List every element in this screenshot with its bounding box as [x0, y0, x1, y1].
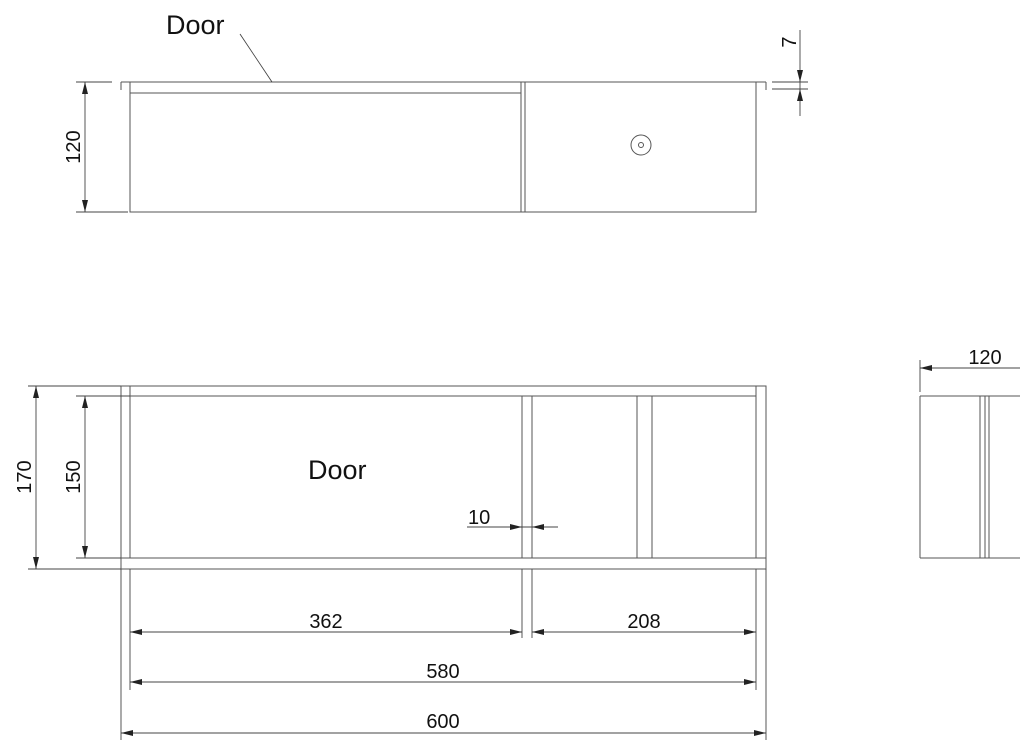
dim-170-label: 170 [14, 460, 36, 493]
dim-10-label: 10 [468, 507, 490, 529]
top-view-outline [129, 81, 757, 213]
knob-inner [638, 142, 644, 148]
dim-side-120-label: 120 [968, 347, 1001, 369]
top-door-label: Door [166, 10, 225, 40]
dim-150-label: 150 [63, 460, 85, 493]
dim-7-label: 7 [779, 36, 801, 47]
dim-362-label: 362 [309, 611, 342, 633]
front-door-label: Door [308, 455, 367, 485]
top-view: Door 120 7 [63, 10, 808, 213]
dim-600-label: 600 [426, 711, 459, 733]
dim-580-label: 580 [426, 661, 459, 683]
door-leader [239, 33, 273, 83]
front-inner-frame [129, 395, 757, 559]
side-view: 120 [919, 347, 1020, 559]
front-view: Door 10 170 150 362 [14, 385, 767, 740]
dim-120-label: 120 [63, 130, 85, 163]
front-outer-frame [120, 385, 767, 570]
dim-208-label: 208 [627, 611, 660, 633]
knob-outer [630, 134, 652, 156]
